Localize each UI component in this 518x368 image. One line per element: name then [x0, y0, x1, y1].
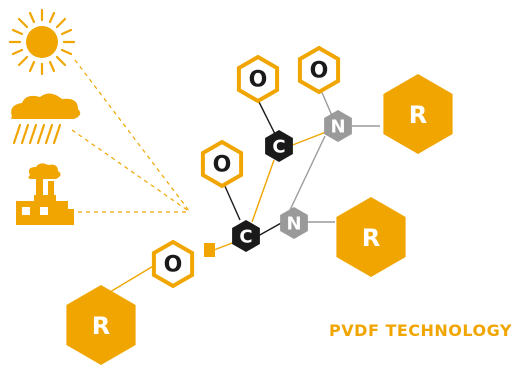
ray-rain: [71, 129, 191, 213]
bond-o-lower-r-lower: [109, 261, 161, 293]
atom-n-lower: N: [280, 207, 308, 239]
atom-hexagon: [66, 285, 136, 365]
atom-hexagon: [236, 54, 280, 104]
atom-hexagon: [297, 45, 341, 95]
atom-label: R: [92, 312, 110, 340]
atom-o-top-right: O: [297, 45, 341, 95]
sun-icon: [8, 8, 76, 76]
atom-label: C: [239, 227, 252, 248]
ray-sun: [74, 59, 191, 213]
bond-c-n-upper: [289, 131, 327, 147]
atom-r-upper: R: [383, 74, 453, 154]
atom-o-lower: O: [151, 239, 195, 289]
atom-label: R: [362, 224, 380, 252]
atom-hexagon: [265, 130, 293, 162]
bond-c-n-lower: [257, 221, 284, 237]
connector-block: [204, 243, 215, 257]
atom-hexagon: [336, 197, 406, 277]
atom-hexagon: [280, 207, 308, 239]
atom-label: O: [164, 253, 183, 278]
bond-o-middle-c-lower: [223, 183, 241, 221]
atom-hexagon: [232, 220, 260, 252]
rain-cloud-icon: [10, 93, 81, 145]
atom-hexagon: [324, 110, 352, 142]
bond-o-n-upper: [319, 87, 334, 119]
bond-c-upper-c-lower: [251, 159, 275, 223]
atom-o-middle: O: [200, 139, 244, 189]
atom-label: R: [409, 101, 427, 129]
bond-n-upper-n-lower: [289, 135, 326, 211]
atom-hexagon: [200, 139, 244, 189]
atom-label: N: [286, 214, 301, 235]
atom-label: N: [330, 117, 345, 138]
atom-r-lower: R: [66, 285, 136, 365]
atom-hexagon: [383, 74, 453, 154]
factory-icon: [16, 163, 74, 225]
atom-r-middle: R: [336, 197, 406, 277]
atom-c-lower: C: [232, 220, 260, 252]
atom-c-upper: C: [265, 130, 293, 162]
diagram-title: PVDF TECHNOLOGY: [329, 321, 512, 340]
atom-label: O: [310, 59, 329, 84]
atoms-layer: O O C N R O C N R O R: [66, 45, 453, 365]
environment-rays: [71, 59, 191, 213]
bonds: [109, 87, 380, 293]
atom-label: C: [272, 137, 285, 158]
atom-o-top-left: O: [236, 54, 280, 104]
atom-label: O: [213, 153, 232, 178]
atom-label: O: [249, 68, 268, 93]
bond-o-c-upper-left: [256, 97, 277, 137]
atom-hexagon: [151, 239, 195, 289]
atom-n-upper: N: [324, 110, 352, 142]
